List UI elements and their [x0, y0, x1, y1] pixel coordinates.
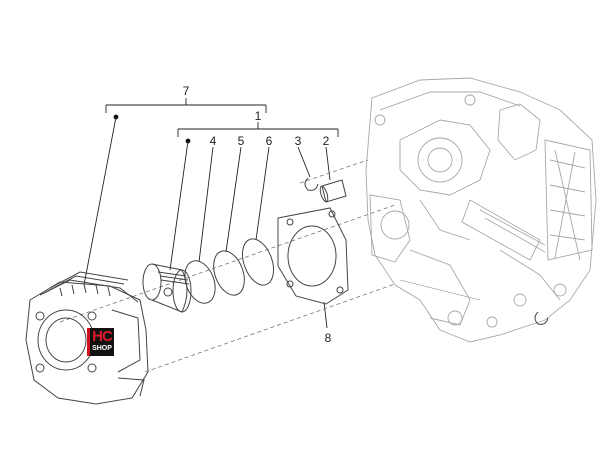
bracket-1: [169, 122, 339, 271]
crankcase-outline: [365, 77, 597, 343]
base-gasket: [277, 207, 349, 305]
callout-5: 5: [238, 134, 245, 148]
circlip: [304, 177, 319, 191]
hc-shop-logo: HC SHOP: [87, 328, 114, 356]
piston: [142, 263, 192, 313]
bracket-7: [83, 98, 267, 286]
piston-ring-6: [241, 238, 275, 286]
piston-pin: [321, 179, 347, 203]
logo-sub-text: SHOP: [92, 345, 112, 352]
circlip-and-pin: [304, 177, 549, 325]
piston-rings: [184, 238, 275, 304]
callout-2: 2: [323, 134, 330, 148]
callout-6: 6: [266, 134, 273, 148]
logo-main-text: HC: [92, 328, 113, 345]
callout-7: 7: [183, 84, 190, 98]
callout-1: 1: [255, 109, 262, 123]
callout-8: 8: [325, 331, 332, 345]
piston-ring-5: [213, 250, 245, 296]
callout-4: 4: [210, 134, 217, 148]
circlip-2: [534, 311, 549, 325]
assembly-axes: [59, 159, 396, 373]
callout-3: 3: [295, 134, 302, 148]
piston-ring-4: [184, 260, 216, 304]
leader-lines: [198, 146, 331, 329]
